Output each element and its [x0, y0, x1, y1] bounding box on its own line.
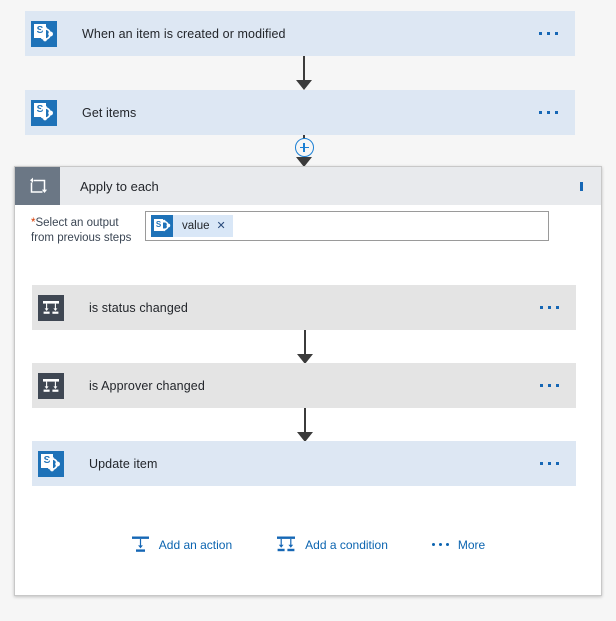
- required-marker: *: [31, 217, 36, 229]
- add-action-icon: [131, 536, 149, 552]
- sharepoint-ring-icon: [48, 456, 60, 471]
- add-condition-icon: [277, 536, 296, 552]
- loop-action-bar: Add an action Add a condition: [15, 536, 601, 553]
- connector-arrow: [296, 80, 312, 90]
- more-ellipsis-icon: [431, 543, 449, 546]
- select-output-row: *Select an output from previous steps S: [15, 211, 601, 257]
- condition-icon: [32, 285, 70, 330]
- apply-to-each-title: Apply to each: [80, 178, 159, 194]
- flow-card-title: Update item: [89, 456, 158, 471]
- loop-glyph-icon: [29, 177, 47, 193]
- add-step-plus-button[interactable]: [294, 138, 314, 157]
- condition-icon: [32, 363, 70, 408]
- flow-card-title: When an item is created or modified: [82, 26, 286, 41]
- ellipsis-menu-icon[interactable]: [539, 111, 575, 114]
- apply-to-each-header[interactable]: Apply to each: [15, 167, 601, 205]
- flow-card-get-items[interactable]: S Get items: [25, 90, 575, 135]
- add-an-action-button[interactable]: Add an action: [131, 536, 232, 553]
- condition-glyph-icon: [43, 378, 59, 392]
- sharepoint-icon: S: [32, 441, 70, 486]
- more-button[interactable]: More: [431, 537, 486, 552]
- value-token-remove-icon[interactable]: ✕: [216, 219, 226, 232]
- add-a-condition-button[interactable]: Add a condition: [276, 536, 388, 553]
- loop-icon: [15, 167, 60, 205]
- ellipsis-menu-icon[interactable]: [539, 32, 575, 35]
- value-token-label: value: [182, 220, 210, 232]
- sharepoint-icon: S: [25, 11, 63, 56]
- sharepoint-ring-icon: [41, 105, 53, 120]
- sharepoint-ring-icon: [161, 219, 171, 232]
- ellipsis-menu-icon[interactable]: [540, 462, 576, 465]
- value-token-chip[interactable]: S value ✕: [151, 215, 233, 237]
- connector-line: [303, 56, 305, 88]
- ellipsis-menu-icon[interactable]: [580, 181, 601, 191]
- connector-arrow: [297, 354, 313, 364]
- connector-arrow: [296, 157, 312, 167]
- flow-card-update-item[interactable]: S Update item: [32, 441, 576, 486]
- ellipsis-menu-icon[interactable]: [540, 306, 576, 309]
- select-output-label-line2: from previous steps: [31, 232, 132, 244]
- sharepoint-ring-icon: [41, 26, 53, 41]
- sharepoint-icon: S: [25, 90, 63, 135]
- connector-line: [304, 408, 306, 440]
- more-label: More: [457, 537, 486, 552]
- flow-card-title: is Approver changed: [89, 378, 205, 393]
- select-output-label-line1: Select an output: [35, 217, 119, 229]
- select-output-input[interactable]: S value ✕: [145, 211, 549, 241]
- ellipsis-menu-icon[interactable]: [540, 384, 576, 387]
- add-an-action-label: Add an action: [158, 537, 233, 552]
- flow-card-title: is status changed: [89, 300, 188, 315]
- select-output-label: *Select an output from previous steps: [15, 211, 145, 246]
- apply-to-each-container[interactable]: Apply to each *Select an output from pre…: [14, 166, 602, 596]
- connector-arrow: [297, 432, 313, 442]
- flow-card-is-status-changed[interactable]: is status changed: [32, 285, 576, 330]
- flow-card-is-approver-changed[interactable]: is Approver changed: [32, 363, 576, 408]
- flow-card-title: Get items: [82, 105, 137, 120]
- flow-card-trigger[interactable]: S When an item is created or modified: [25, 11, 575, 56]
- add-a-condition-label: Add a condition: [305, 537, 388, 552]
- condition-glyph-icon: [43, 300, 59, 314]
- connector-line: [304, 330, 306, 362]
- sharepoint-icon: S: [151, 215, 173, 237]
